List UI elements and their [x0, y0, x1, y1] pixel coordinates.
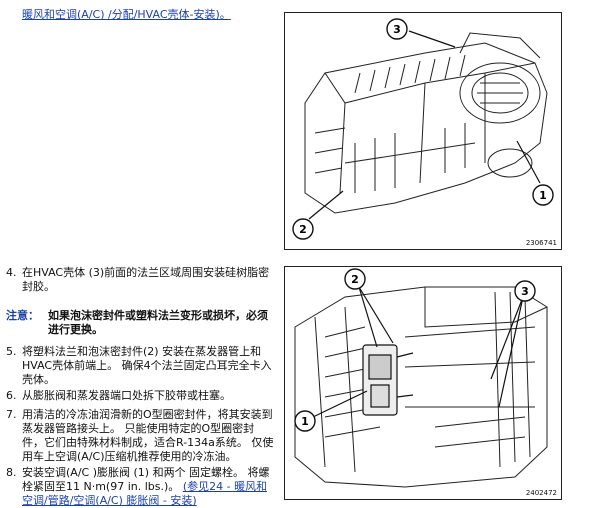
figure-id: 2402472: [525, 489, 557, 497]
step-5: 5. 将塑料法兰和泡沫密封件(2) 安装在蒸发器管上和HVAC壳体前端上。 确保…: [6, 345, 274, 387]
figure-id: 2306741: [525, 239, 557, 247]
callout-2-label: 2: [299, 223, 307, 236]
note-text: 如果泡沫密封件或塑料法兰变形或损坏，必须进行更换。: [48, 309, 268, 336]
callout-3-label: 3: [521, 285, 529, 298]
callout-2: 2: [292, 190, 344, 240]
expansion-valve-illustration: 2 3 1: [294, 268, 548, 488]
caution-note: 注意： 如果泡沫密封件或塑料法兰变形或损坏，必须进行更换。: [6, 309, 274, 339]
expansion-valve-block: [362, 344, 414, 416]
callout-1: 1: [516, 140, 554, 206]
top-reference-link-container: 暖风和空调(A/C) /分配/HVAC壳体-安装)。: [22, 8, 282, 22]
callout-3: 3: [386, 18, 456, 48]
callout-1: 1: [294, 390, 368, 432]
step-text: 从膨胀阀和蒸发器端口处拆下胶带或柱塞。: [22, 389, 231, 402]
figure-hvac-housing: 3 1 2 2306741: [284, 12, 562, 250]
step-text: 将塑料法兰和泡沫密封件(2) 安装在蒸发器管上和HVAC壳体前端上。 确保4个法…: [22, 345, 272, 386]
note-label: 注意：: [6, 309, 39, 322]
callout-2: 2: [344, 268, 394, 348]
hvac-housing-illustration: 3 1 2: [292, 18, 554, 240]
step-6: 6. 从膨胀阀和蒸发器端口处拆下胶带或柱塞。: [6, 389, 274, 405]
step-7: 7. 用清洁的冷冻油润滑新的O型圈密封件，将其安装到蒸发器管路接头上。 只能使用…: [6, 408, 274, 464]
step-text: 用清洁的冷冻油润滑新的O型圈密封件，将其安装到蒸发器管路接头上。 只能使用特定的…: [22, 408, 274, 463]
step-number: 4.: [6, 266, 17, 279]
callout-3: 3: [490, 280, 536, 408]
reference-link-hvac-housing-install[interactable]: 暖风和空调(A/C) /分配/HVAC壳体-安装)。: [22, 8, 231, 21]
step-text-container: 安装空调(A/C )膨胀阀 (1) 和两个 固定螺栓。 将螺栓紧固至11 N·m…: [22, 466, 274, 508]
callout-1-label: 1: [301, 415, 309, 428]
step-number: 7.: [6, 408, 17, 421]
step-8: 8. 安装空调(A/C )膨胀阀 (1) 和两个 固定螺栓。 将螺栓紧固至11 …: [6, 466, 274, 507]
callout-2-label: 2: [351, 273, 359, 286]
step-text: 安装空调(A/C )膨胀阀 (1) 和两个 固定螺栓。 将螺栓紧固至11 N·m…: [22, 466, 270, 493]
step-text: 在HVAC壳体 (3)前面的法兰区域周围安装硅树脂密封胶。: [22, 266, 270, 293]
step-4: 4. 在HVAC壳体 (3)前面的法兰区域周围安装硅树脂密封胶。: [6, 266, 274, 296]
callout-3-label: 3: [393, 23, 401, 36]
callout-1-label: 1: [539, 189, 547, 202]
step-number: 6.: [6, 389, 17, 402]
figure-expansion-valve: 2 3 1 2402472: [284, 266, 562, 500]
step-number: 8.: [6, 466, 17, 479]
step-number: 5.: [6, 345, 17, 358]
